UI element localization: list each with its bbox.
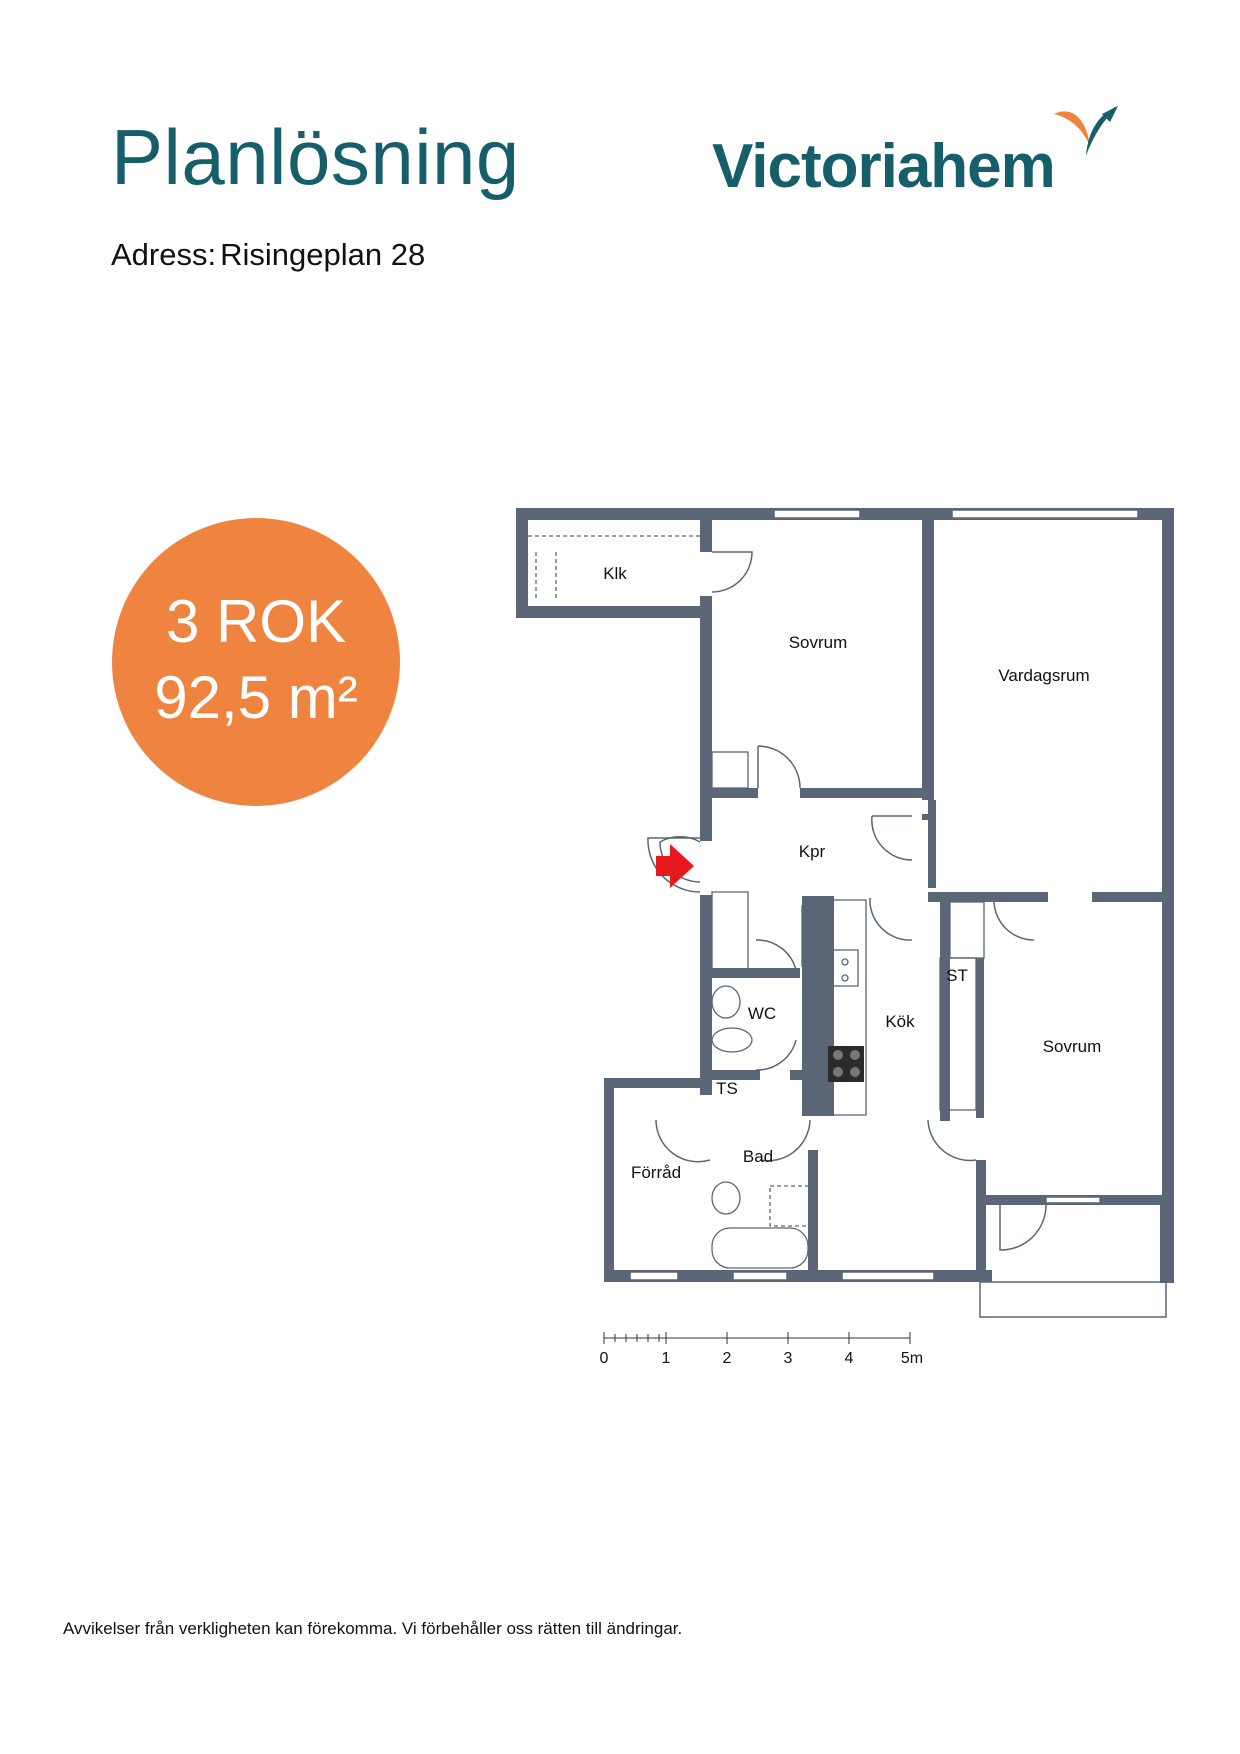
address-value: Risingeplan 28	[220, 237, 426, 272]
scale-tick-0: 0	[600, 1350, 609, 1367]
room-label-klk: Klk	[603, 564, 627, 583]
room-label-sovrum-1: Sovrum	[789, 633, 848, 652]
room-count: 3 ROK	[165, 588, 347, 655]
room-label-forrad: Förråd	[631, 1163, 681, 1182]
address-label: Adress:	[111, 237, 217, 272]
fixtures	[528, 535, 985, 1269]
room-label-vardagsrum: Vardagsrum	[998, 666, 1089, 685]
sink-icon	[831, 949, 859, 987]
room-label-bad: Bad	[743, 1147, 773, 1166]
disclaimer: Avvikelser från verkligheten kan förekom…	[63, 1619, 683, 1638]
logo-text: Victoriahem	[712, 132, 1056, 201]
room-label-st: ST	[946, 966, 968, 985]
room-label-wc: WC	[748, 1004, 776, 1023]
apartment-size-badge: 3 ROK 92,5 m²	[112, 518, 400, 806]
floor-area: 92,5 m²	[154, 664, 358, 731]
windows	[629, 509, 1139, 1281]
scale-bar	[603, 1332, 911, 1344]
scale-tick-3: 3	[784, 1350, 793, 1367]
scale-tick-4: 4	[845, 1350, 854, 1367]
page-title: Planlösning	[111, 113, 520, 201]
room-label-kpr: Kpr	[799, 842, 826, 861]
scale-tick-5m: 5m	[901, 1350, 923, 1367]
bird-icon	[1054, 106, 1118, 156]
walls	[516, 508, 1174, 1283]
scale-tick-1: 1	[662, 1350, 671, 1367]
stove-icon	[828, 1046, 864, 1082]
door-swings	[655, 551, 1047, 1251]
balcony	[979, 1281, 1167, 1318]
victoriahem-logo: Victoriahem	[712, 100, 1132, 210]
room-label-kok: Kök	[885, 1012, 915, 1031]
entrance-arrow-icon	[656, 844, 694, 888]
room-label-ts: TS	[716, 1079, 738, 1098]
scale-tick-2: 2	[723, 1350, 732, 1367]
address-line: Adress:Risingeplan 28	[111, 239, 425, 270]
room-label-sovrum-2: Sovrum	[1043, 1037, 1102, 1056]
